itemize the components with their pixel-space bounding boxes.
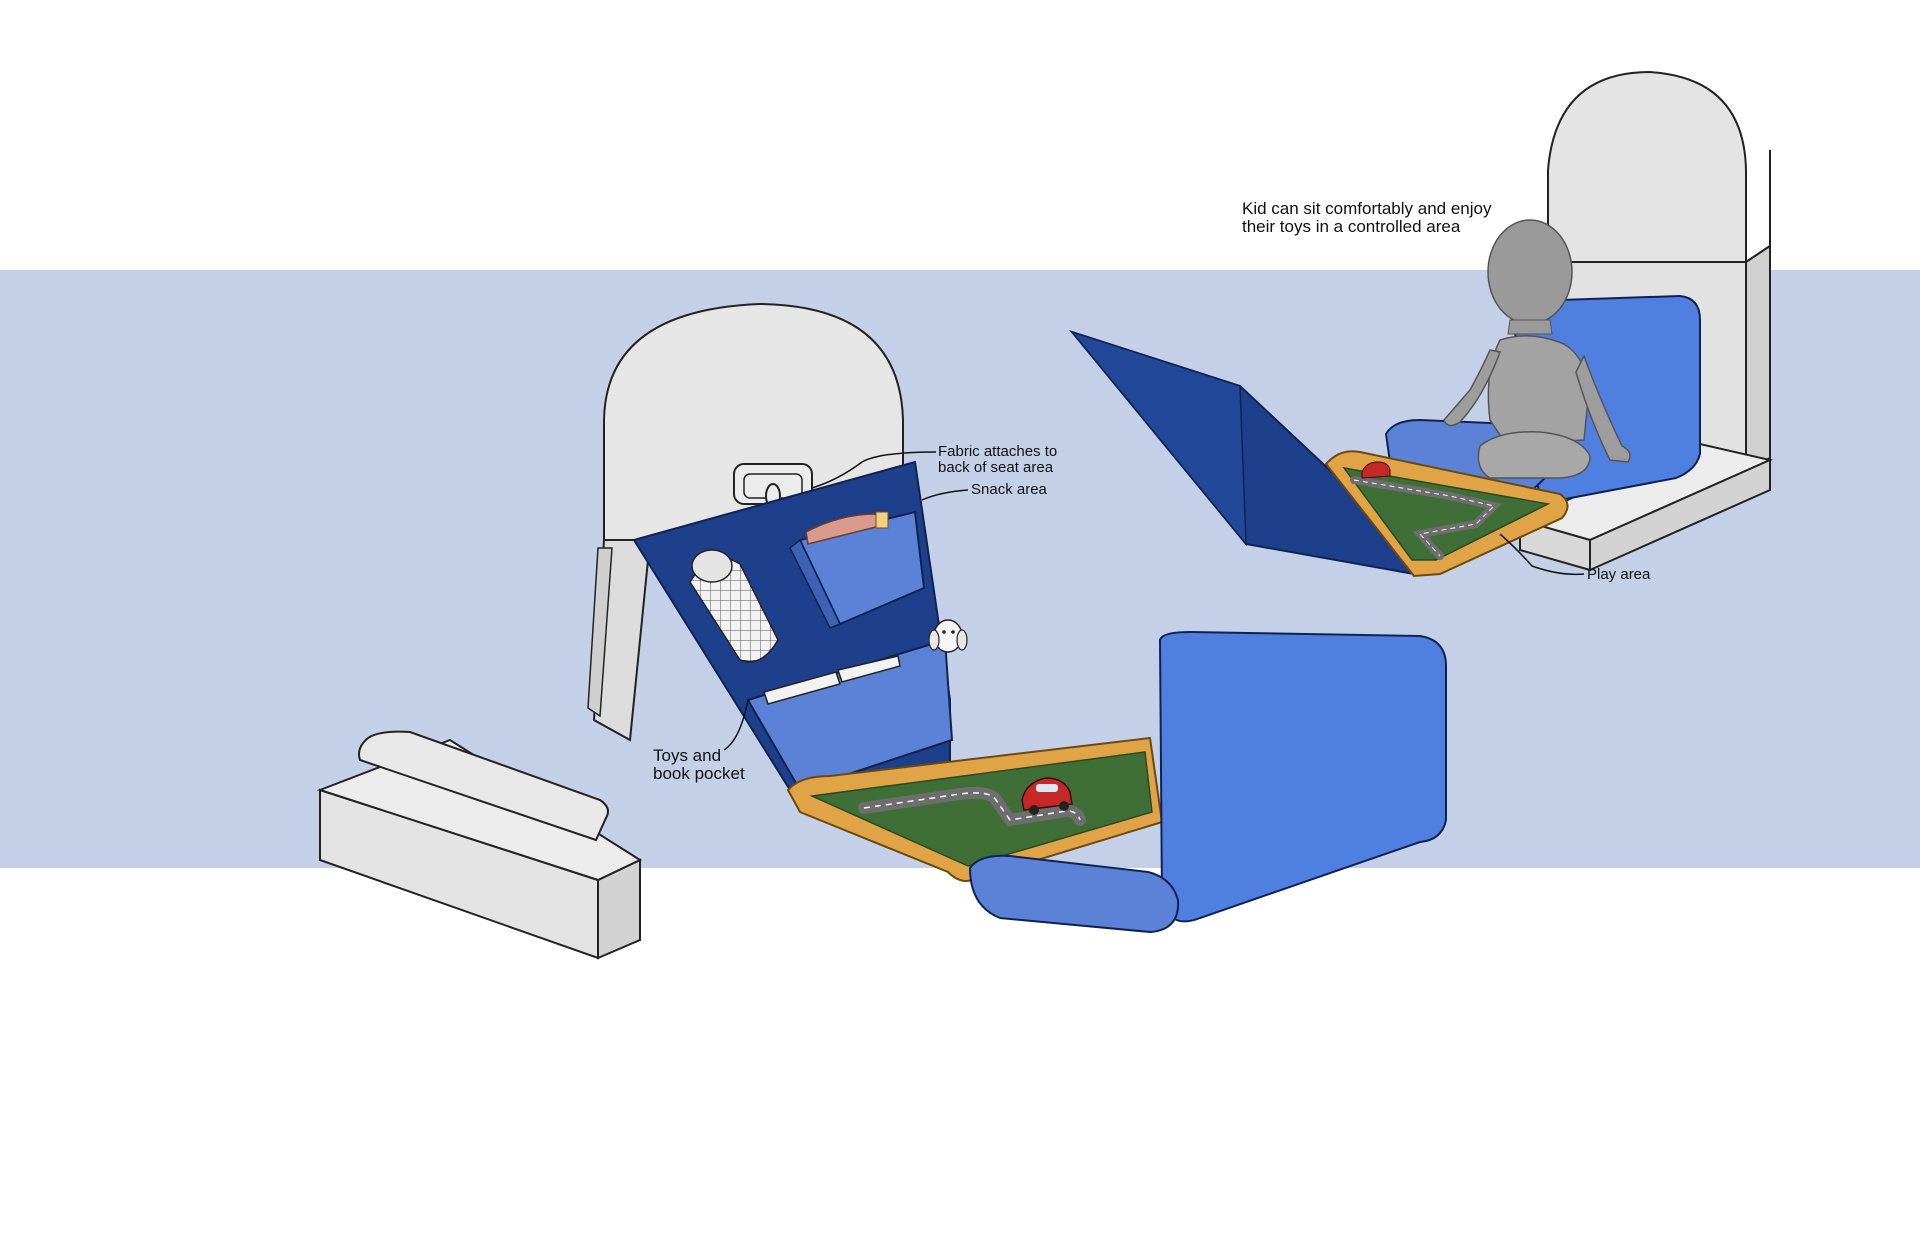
toy-car-icon [1021,777,1073,815]
label-toys-book-pocket: Toys and book pocket [653,746,745,783]
mesh-bottle-holder [689,549,779,663]
label-play-area: Play area [1587,566,1651,583]
airplane-seat-left [317,302,904,960]
seat-cushion-left [968,630,1447,934]
leader-toys [723,699,749,751]
leader-snack [921,489,969,501]
organizer-lid-open [1069,330,1426,576]
label-fabric-attaches: Fabric attaches to back of seat area [938,443,1058,476]
organizer-panel [632,460,968,792]
dog-toy-icon [928,619,968,653]
leader-play [1499,533,1585,576]
label-leader-lines [723,451,1585,751]
label-kid-sits-comfortably: Kid can sit comfortably and enjoy their … [1242,199,1492,236]
play-mat-right [1324,450,1569,578]
snack-pocket [789,510,926,629]
toy-car-small-icon [1361,461,1391,479]
leader-fabric [811,451,937,489]
play-mat-left [786,736,1164,882]
label-snack-area: Snack area [971,481,1047,498]
child-figure [1443,219,1631,479]
toys-book-pocket [746,619,968,792]
